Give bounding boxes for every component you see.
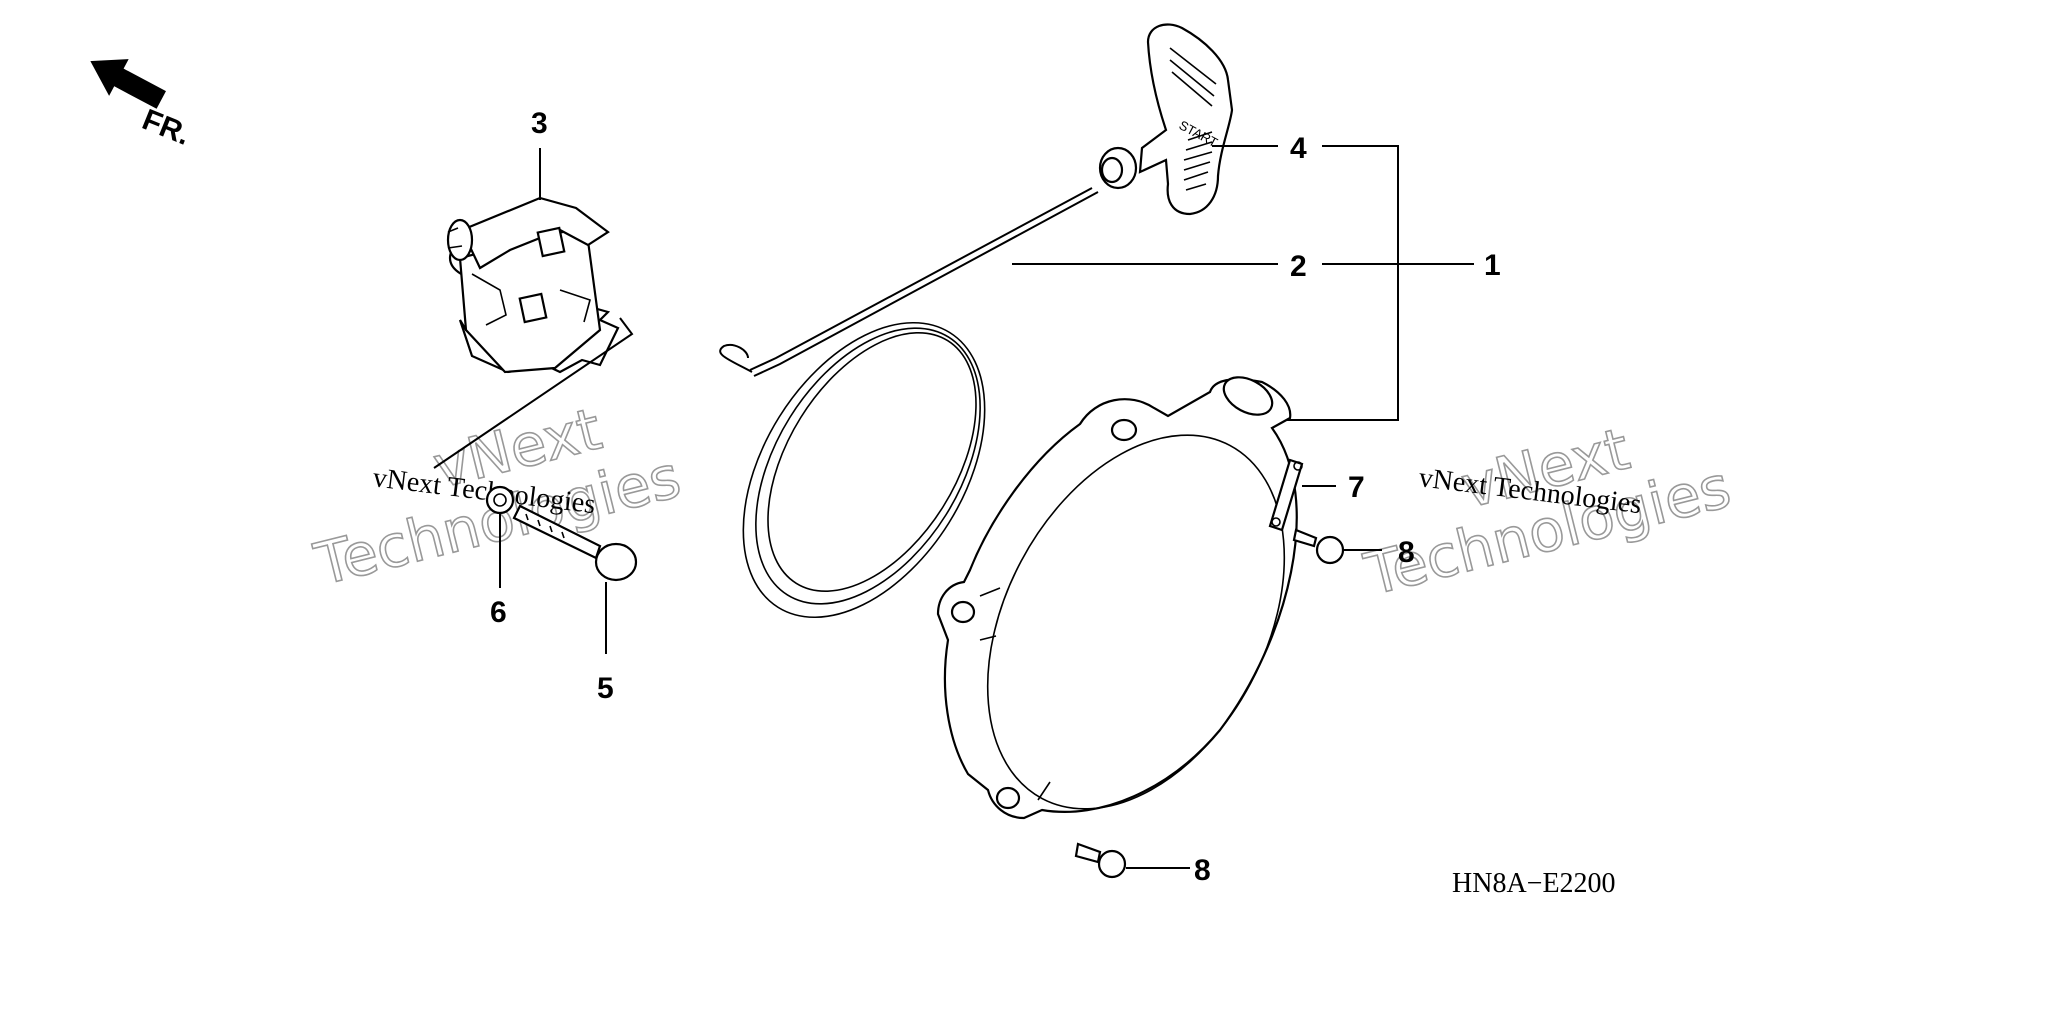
front-direction-indicator: FR.: [90, 59, 195, 152]
callout-4: 4: [1290, 132, 1307, 165]
starter-rope-part: [719, 187, 1099, 619]
recoil-starter-housing-part: [936, 376, 1298, 820]
callout-8-upper: 8: [1398, 536, 1415, 569]
callout-5: 5: [597, 672, 614, 705]
diagram-reference-code: HN8A−E2200: [1452, 868, 1616, 899]
flange-bolt-part: [512, 504, 638, 582]
flange-bolt-upper-part: [1292, 528, 1345, 565]
flange-bolt-lower-part: [1074, 842, 1127, 879]
callout-6: 6: [490, 596, 507, 629]
leader-lines: [433, 145, 1474, 869]
callout-2: 2: [1290, 250, 1307, 283]
front-direction-label: FR.: [138, 103, 195, 152]
watermark-right: vNext Technologies vNext Technologies: [1357, 414, 1738, 610]
callout-1: 1: [1484, 249, 1501, 282]
starter-grip-part: START: [1098, 23, 1234, 216]
callout-8-lower: 8: [1194, 854, 1211, 887]
rope-guide-part: [1268, 458, 1304, 532]
front-arrow-icon: [90, 59, 166, 109]
callout-7: 7: [1348, 471, 1365, 504]
callout-3: 3: [531, 107, 548, 140]
washer-part: [485, 485, 515, 515]
starter-pulley-part: [446, 196, 620, 374]
